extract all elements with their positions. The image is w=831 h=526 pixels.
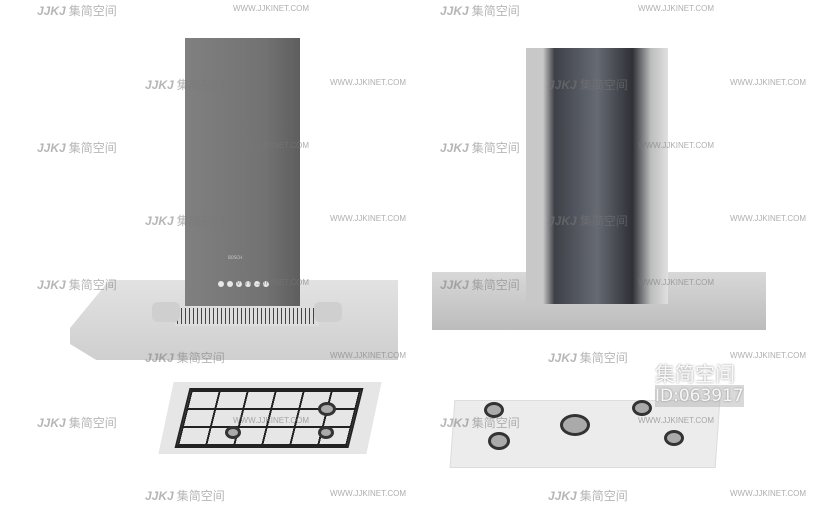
watermark-url: WWW.JJKINET.COM [730, 489, 806, 498]
watermark-brand-mark: JJKJ [145, 78, 174, 92]
watermark-brand-mark: JJKJ [37, 141, 66, 155]
hood-light-right [314, 302, 342, 322]
watermark-url: WWW.JJKINET.COM [638, 4, 714, 13]
stamp-id: ID:063917 [655, 385, 744, 407]
watermark-brand-mark: JJKJ [37, 416, 66, 430]
watermark-brand-mark: JJKJ [548, 214, 577, 228]
watermark-logo-text: 集简空间 [471, 4, 520, 18]
watermark-url: WWW.JJKINET.COM [730, 78, 806, 87]
watermark-url: WWW.JJKINET.COM [638, 416, 714, 425]
watermark-brand-mark: JJKJ [548, 351, 577, 365]
watermark-logo-text: 集简空间 [176, 214, 225, 228]
watermark-url: WWW.JJKINET.COM [730, 351, 806, 360]
hood-light-left [152, 302, 180, 322]
hood-brand: BOSCH [228, 255, 243, 260]
watermark-logo-text: 集简空间 [68, 278, 117, 292]
hood-chimney-open [526, 48, 668, 304]
burner [560, 414, 590, 436]
watermark-brand-mark: JJKJ [440, 416, 469, 430]
watermark-url: WWW.JJKINET.COM [330, 351, 406, 360]
burner [318, 402, 336, 416]
burner [488, 432, 510, 450]
watermark-brand-mark: JJKJ [145, 489, 174, 503]
watermark-url: WWW.JJKINET.COM [330, 489, 406, 498]
burner [225, 426, 241, 439]
watermark-url: WWW.JJKINET.COM [233, 141, 309, 150]
burner [318, 426, 334, 439]
watermark-logo-text: 集简空间 [471, 416, 520, 430]
watermark-logo-text: 集简空间 [68, 416, 117, 430]
watermark-url: WWW.JJKINET.COM [233, 4, 309, 13]
watermark-brand-mark: JJKJ [37, 278, 66, 292]
watermark-brand-mark: JJKJ [548, 78, 577, 92]
watermark-logo-text: 集简空间 [68, 4, 117, 18]
stamp-title: 集简空间 [655, 362, 735, 386]
watermark-brand-mark: JJKJ [145, 351, 174, 365]
watermark-logo-text: 集简空间 [471, 141, 520, 155]
watermark-brand-mark: JJKJ [145, 214, 174, 228]
watermark-logo-text: 集简空间 [176, 351, 225, 365]
watermark-url: WWW.JJKINET.COM [638, 278, 714, 287]
burner [632, 400, 652, 416]
watermark-logo-text: 集简空间 [579, 489, 628, 503]
watermark-url: WWW.JJKINET.COM [730, 214, 806, 223]
watermark-url: WWW.JJKINET.COM [330, 78, 406, 87]
watermark-brand-mark: JJKJ [440, 141, 469, 155]
watermark-brand-mark: JJKJ [440, 278, 469, 292]
watermark-stamp: 集简空间 ID:063917 [655, 363, 744, 407]
watermark-url: WWW.JJKINET.COM [233, 278, 309, 287]
watermark-logo-text: 集简空间 [471, 278, 520, 292]
watermark-url: WWW.JJKINET.COM [638, 141, 714, 150]
watermark-logo-text: 集简空间 [579, 214, 628, 228]
watermark-url: WWW.JJKINET.COM [233, 416, 309, 425]
watermark-logo-text: 集简空间 [579, 351, 628, 365]
watermark-logo-text: 集简空间 [176, 489, 225, 503]
watermark-url: WWW.JJKINET.COM [330, 214, 406, 223]
hood-chimney [185, 38, 300, 308]
watermark-logo-text: 集简空间 [579, 78, 628, 92]
watermark-brand-mark: JJKJ [548, 489, 577, 503]
burner [484, 402, 504, 418]
burner [664, 430, 684, 446]
hood-control-buttons[interactable] [218, 272, 272, 291]
watermark-brand-mark: JJKJ [440, 4, 469, 18]
hood-vent [175, 306, 319, 326]
watermark-brand-mark: JJKJ [37, 4, 66, 18]
watermark-logo-text: 集简空间 [68, 141, 117, 155]
watermark-logo-text: 集简空间 [176, 78, 225, 92]
